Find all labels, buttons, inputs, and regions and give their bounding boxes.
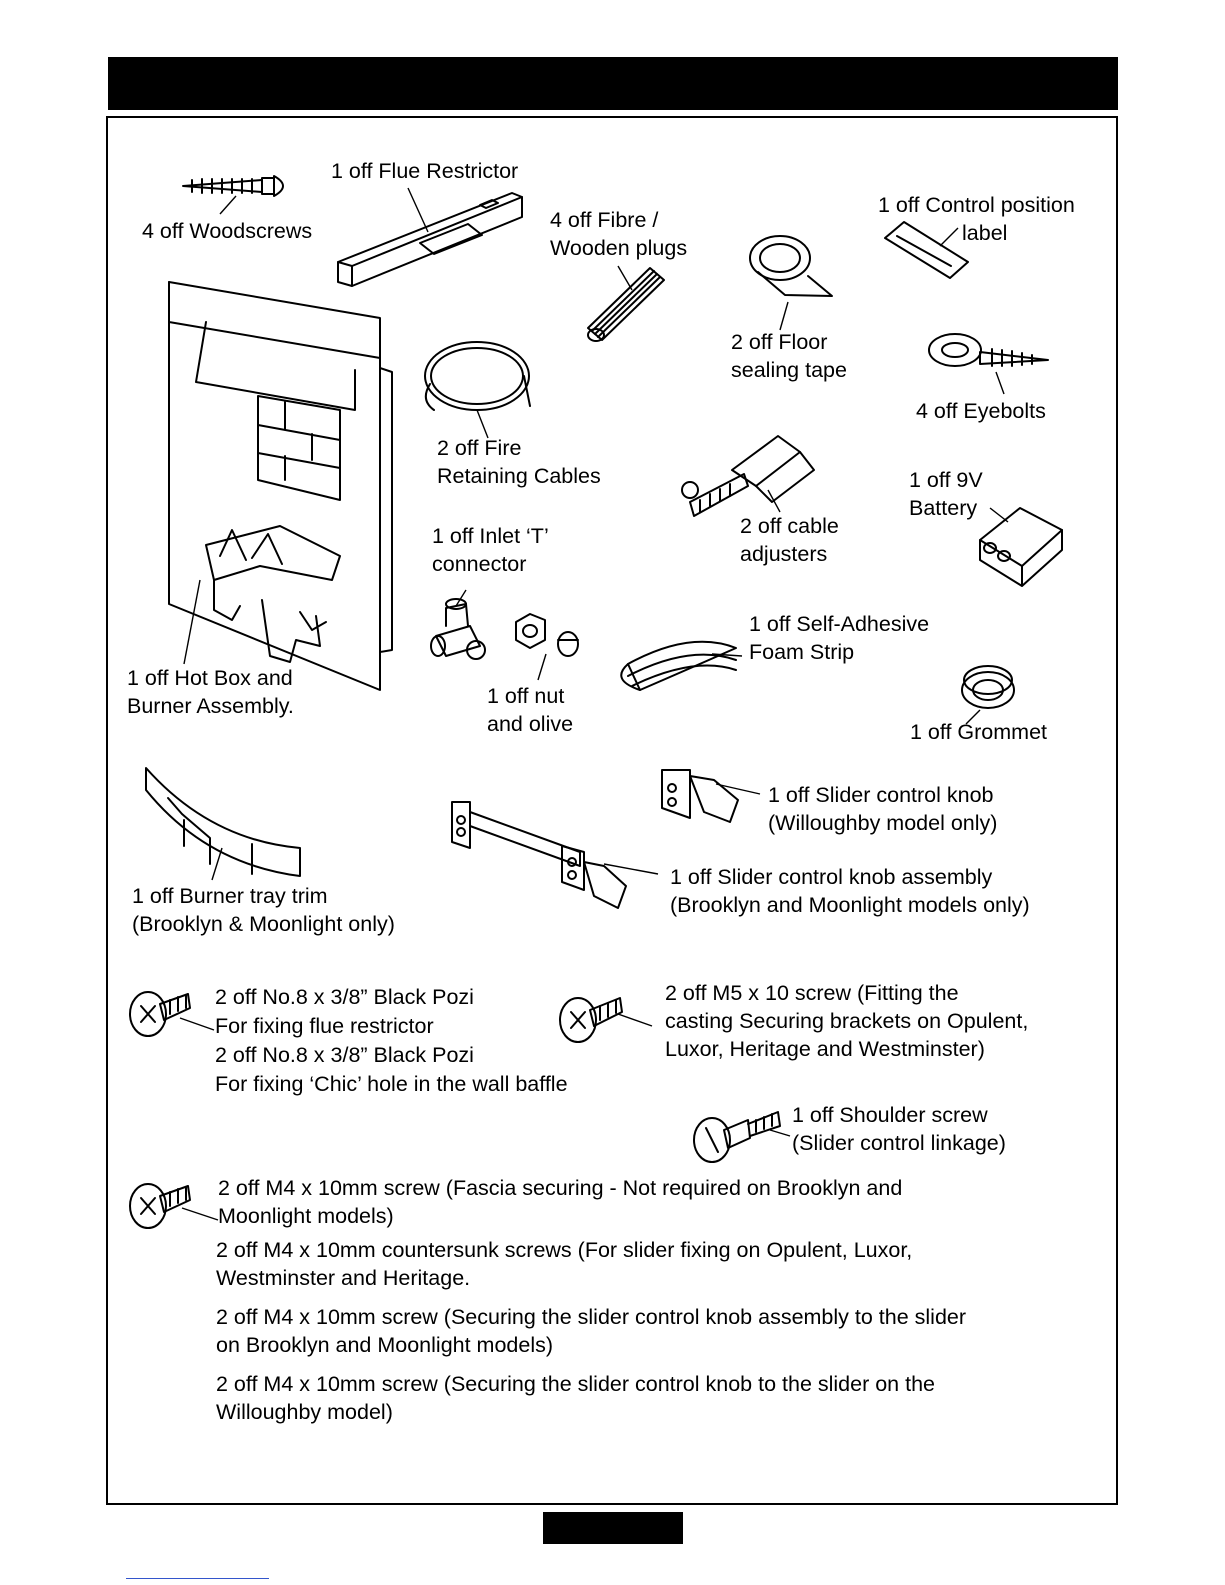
eyebolt-icon: [929, 334, 1048, 366]
tape-roll-icon: [750, 236, 832, 296]
label-slider-knob: 1 off Slider control knob(Willoughby mod…: [768, 783, 998, 835]
label-m4-slider-assembly: 2 off M4 x 10mm screw (Securing the slid…: [216, 1305, 967, 1357]
leader-line: [408, 188, 428, 232]
slider-knob-icon: [662, 770, 738, 822]
flue-restrictor-icon: [338, 193, 522, 286]
leader-line: [996, 372, 1004, 394]
leader-line: [780, 302, 788, 330]
slider-assembly-icon: [452, 802, 626, 908]
leader-line: [184, 580, 200, 664]
leader-line: [212, 848, 222, 880]
label-woodscrews: 4 off Woodscrews: [142, 219, 313, 243]
foam-strip-icon: [621, 642, 736, 690]
battery-icon: [980, 508, 1062, 586]
leader-line: [768, 490, 780, 512]
label-burner-trim: 1 off Burner tray trim(Brooklyn & Moonli…: [132, 884, 395, 936]
leader-line: [538, 654, 546, 680]
label-grommet: 1 off Grommet: [910, 720, 1048, 744]
cable-adjuster-icon: [682, 436, 814, 516]
leader-line: [990, 508, 1008, 522]
label-eyebolts: 4 off Eyebolts: [916, 399, 1046, 423]
burner-tray-trim-icon: [146, 768, 300, 876]
leader-line: [477, 410, 488, 438]
label-shoulder-screw: 1 off Shoulder screw(Slider control link…: [792, 1103, 1006, 1155]
label-slider-knob-assembly: 1 off Slider control knob assembly(Brook…: [670, 865, 1030, 917]
leader-line: [716, 784, 760, 794]
leader-line: [456, 590, 466, 606]
label-m4-slider-knob: 2 off M4 x 10mm screw (Securing the slid…: [216, 1372, 936, 1424]
footer-link-underline[interactable]: [126, 1578, 269, 1579]
cable-coil-icon: [425, 342, 530, 410]
label-m4-countersunk: 2 off M4 x 10mm countersunk screws (For …: [216, 1238, 913, 1290]
m5-screw-icon: [560, 998, 622, 1042]
nut-icon: [516, 614, 545, 648]
label-m4-fascia: 2 off M4 x 10mm screw (Fascia securing -…: [218, 1176, 903, 1228]
woodscrew-icon: [183, 176, 283, 196]
olive-icon: [558, 632, 578, 656]
m4-screw-icon: [130, 1184, 190, 1228]
leader-line: [618, 266, 632, 290]
grommet-icon: [962, 666, 1014, 708]
leader-line: [220, 196, 236, 214]
leader-line: [604, 864, 658, 874]
t-connector-icon: [431, 599, 485, 659]
leader-line: [180, 1018, 214, 1030]
contents-frame: [106, 116, 1118, 1505]
wall-plug-icon: [588, 268, 664, 341]
pozi-screw-icon: [130, 992, 190, 1036]
header-bar: [108, 57, 1118, 110]
leader-line: [712, 654, 742, 656]
page-number-bar: [543, 1512, 683, 1544]
hot-box-icon: [169, 282, 392, 690]
label-inlet-t: 1 off Inlet ‘T’connector: [432, 524, 549, 576]
leader-line: [940, 228, 958, 246]
shoulder-screw-icon: [694, 1112, 780, 1162]
label-flue-restrictor: 1 off Flue Restrictor: [331, 159, 519, 183]
leader-line: [182, 1208, 218, 1220]
label-plugs: 4 off Fibre /Wooden plugs: [550, 208, 688, 260]
leader-line: [618, 1014, 652, 1026]
leader-line: [770, 1130, 790, 1136]
label-strip-icon: [885, 222, 968, 278]
leader-line: [966, 710, 980, 724]
